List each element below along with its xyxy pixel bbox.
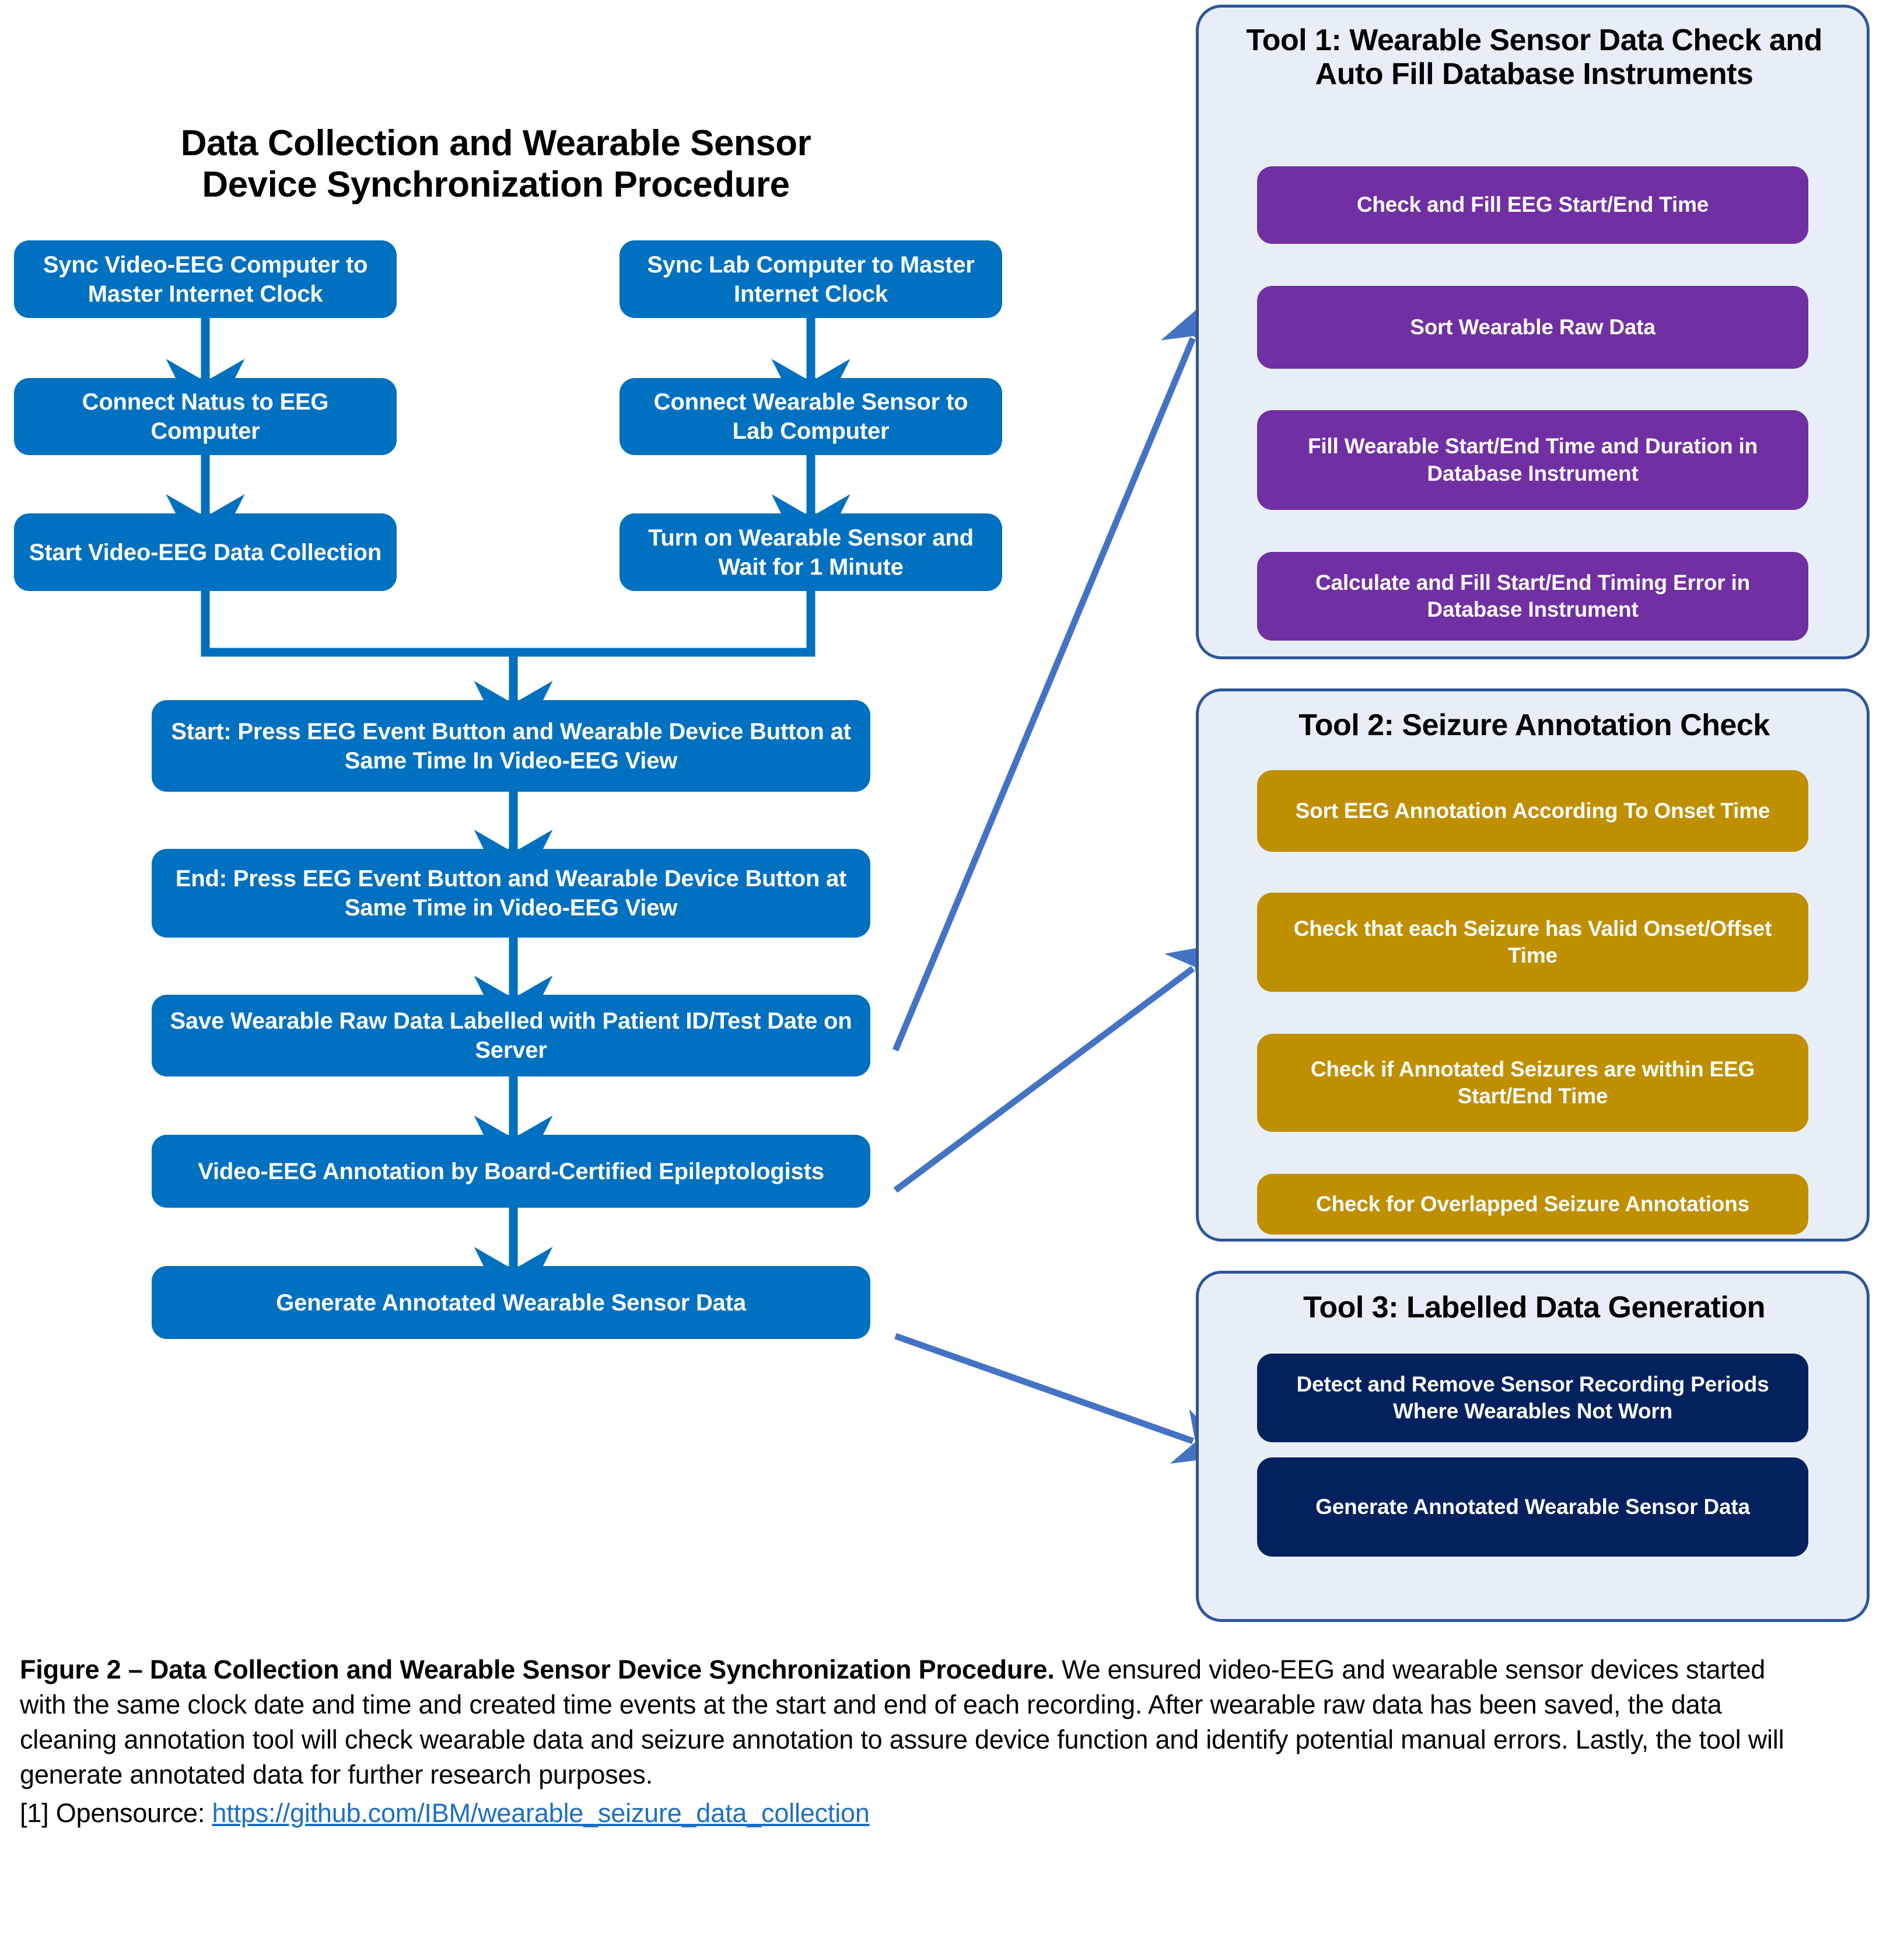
node-label: Video-EEG Annotation by Board-Certified …: [198, 1158, 824, 1184]
tool-3-step-1[interactable]: Detect and Remove Sensor Recording Perio…: [1257, 1354, 1808, 1442]
node-label: Start: Press EEG Event Button and Wearab…: [171, 718, 851, 774]
node-label: Sync Video-EEG Computer to Master Intern…: [43, 251, 368, 307]
node-start-video-eeg[interactable]: Start Video-EEG Data Collection: [14, 513, 397, 591]
tool-3-panel: [1196, 1271, 1870, 1622]
tool-1-step-3[interactable]: Fill Wearable Start/End Time and Duratio…: [1257, 410, 1808, 510]
tool-2-step-1[interactable]: Sort EEG Annotation According To Onset T…: [1257, 770, 1808, 852]
page-title: Data Collection and Wearable Sensor Devi…: [58, 123, 933, 206]
tool-2-step-4[interactable]: Check for Overlapped Seizure Annotations: [1257, 1174, 1808, 1235]
node-label: Check if Annotated Seizures are within E…: [1310, 1057, 1755, 1108]
github-repo-link[interactable]: https://github.com/IBM/wearable_seizure_…: [212, 1798, 870, 1828]
node-start-press-buttons[interactable]: Start: Press EEG Event Button and Wearab…: [152, 700, 870, 792]
node-connect-wearable-sensor[interactable]: Connect Wearable Sensor to Lab Computer: [620, 378, 1002, 455]
tool-3-title: Tool 3: Labelled Data Generation: [1303, 1291, 1766, 1324]
caption-bold-lead: Figure 2 – Data Collection and Wearable …: [20, 1655, 1055, 1684]
node-label: Check and Fill EEG Start/End Time: [1356, 193, 1709, 217]
node-label: Check that each Seizure has Valid Onset/…: [1293, 916, 1772, 967]
node-label: Save Wearable Raw Data Labelled with Pat…: [170, 1008, 852, 1063]
source-reference: [1] Opensource: https://github.com/IBM/w…: [20, 1798, 870, 1828]
tool-1-title: Tool 1: Wearable Sensor Data Check and A…: [1246, 23, 1822, 92]
node-label: Generate Annotated Wearable Sensor Data: [1315, 1494, 1750, 1519]
node-video-eeg-annotation[interactable]: Video-EEG Annotation by Board-Certified …: [152, 1135, 870, 1208]
page-title-line-1: Data Collection and Wearable Sensor: [180, 123, 811, 163]
node-label: Connect Natus to EEG Computer: [82, 389, 329, 444]
node-label: End: Press EEG Event Button and Wearable…: [175, 866, 847, 921]
node-label: Fill Wearable Start/End Time and Duratio…: [1307, 434, 1758, 485]
tool-2-step-3[interactable]: Check if Annotated Seizures are within E…: [1257, 1034, 1808, 1132]
tool-2-step-2[interactable]: Check that each Seizure has Valid Onset/…: [1257, 893, 1808, 992]
figure-caption: Figure 2 – Data Collection and Wearable …: [20, 1652, 1817, 1792]
node-label: Check for Overlapped Seizure Annotations: [1315, 1191, 1750, 1216]
node-label: Sync Lab Computer to Master Internet Clo…: [647, 251, 975, 307]
node-connect-natus[interactable]: Connect Natus to EEG Computer: [14, 378, 397, 455]
tool-1-step-4[interactable]: Calculate and Fill Start/End Timing Erro…: [1257, 552, 1808, 641]
tool-2-title: Tool 2: Seizure Annotation Check: [1298, 708, 1770, 742]
node-label: Start Video-EEG Data Collection: [29, 539, 382, 565]
caption-body: We ensured video-EEG and wearable sensor…: [20, 1655, 1784, 1789]
node-sync-video-eeg-computer[interactable]: Sync Video-EEG Computer to Master Intern…: [14, 240, 397, 318]
tool-1-step-1[interactable]: Check and Fill EEG Start/End Time: [1257, 166, 1808, 244]
tool-3-step-2[interactable]: Generate Annotated Wearable Sensor Data: [1257, 1457, 1808, 1557]
node-generate-annotated-data[interactable]: Generate Annotated Wearable Sensor Data: [152, 1266, 870, 1339]
figure-diagram: Data Collection and Wearable Sensor Devi…: [14, 5, 1870, 1622]
node-end-press-buttons[interactable]: End: Press EEG Event Button and Wearable…: [152, 849, 870, 938]
node-turn-on-wearable-sensor[interactable]: Turn on Wearable Sensor and Wait for 1 M…: [620, 513, 1002, 591]
page-title-line-2: Device Synchronization Procedure: [202, 165, 790, 205]
node-label: Generate Annotated Wearable Sensor Data: [276, 1289, 746, 1316]
tool-1-step-2[interactable]: Sort Wearable Raw Data: [1257, 286, 1808, 369]
node-label: Turn on Wearable Sensor and Wait for 1 M…: [648, 525, 974, 580]
node-label: Sort EEG Annotation According To Onset T…: [1295, 798, 1770, 823]
node-label: Detect and Remove Sensor Recording Perio…: [1296, 1372, 1769, 1423]
node-sync-lab-computer[interactable]: Sync Lab Computer to Master Internet Clo…: [620, 240, 1002, 318]
source-prefix: [1] Opensource:: [20, 1798, 212, 1828]
caption-paragraph: Figure 2 – Data Collection and Wearable …: [20, 1652, 1817, 1792]
node-label: Calculate and Fill Start/End Timing Erro…: [1315, 570, 1751, 621]
node-label: Connect Wearable Sensor to Lab Computer: [653, 389, 968, 444]
node-save-wearable-raw-data[interactable]: Save Wearable Raw Data Labelled with Pat…: [152, 995, 870, 1076]
node-label: Sort Wearable Raw Data: [1410, 314, 1656, 339]
